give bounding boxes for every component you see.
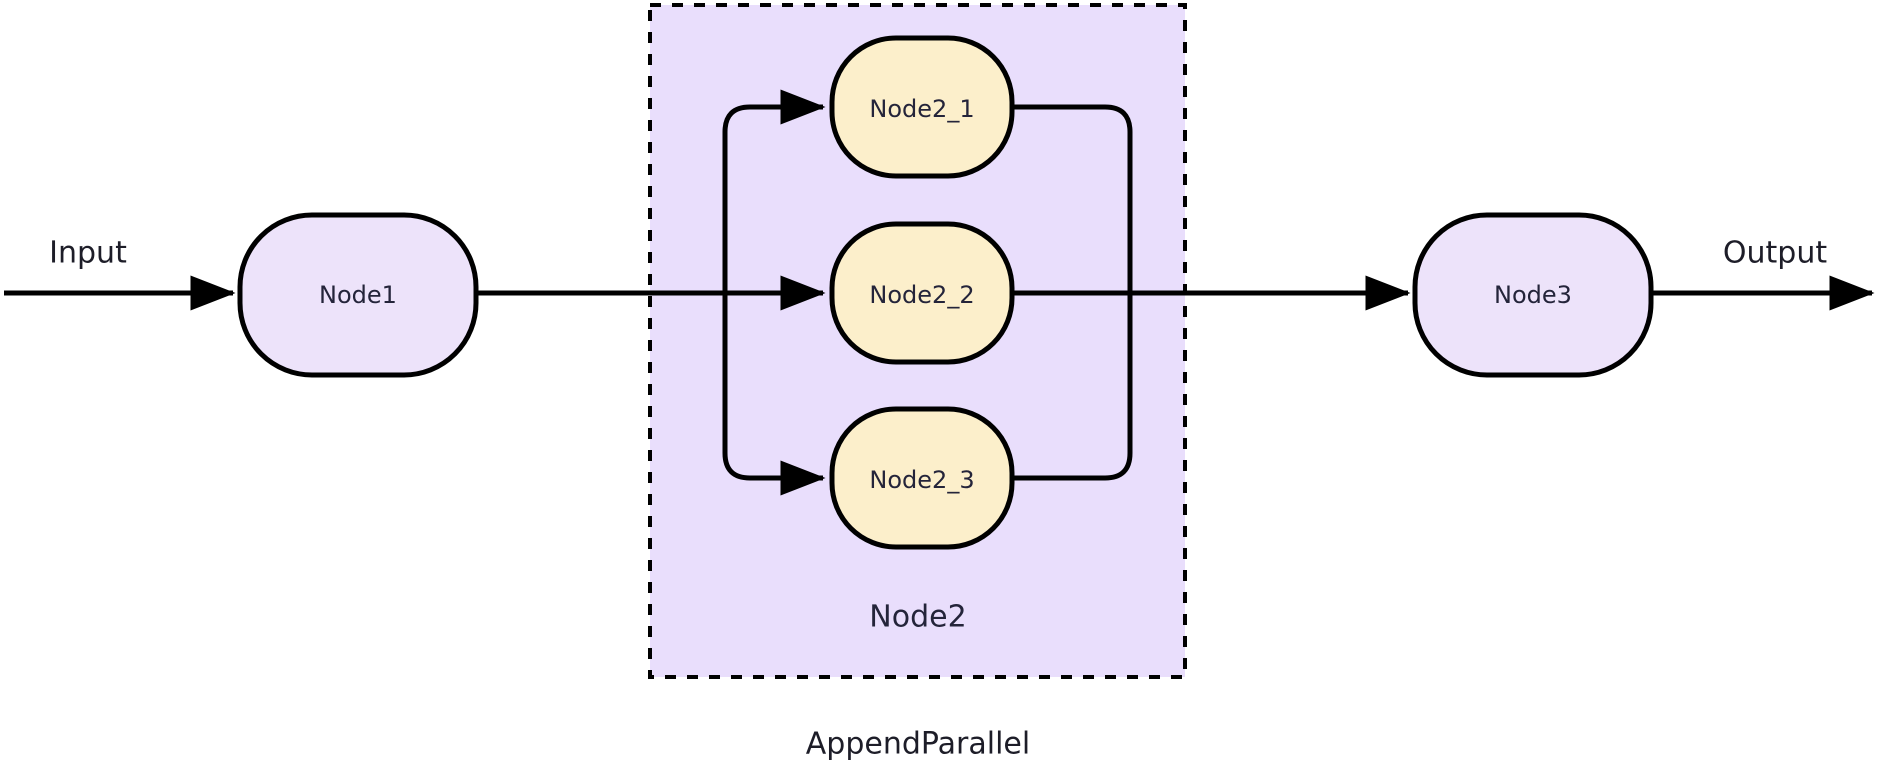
node-node2-1[interactable]: [829, 35, 1015, 179]
output-label: Output: [1723, 236, 1827, 271]
diagram-caption: AppendParallel: [806, 727, 1030, 762]
node-node1-label: Node1: [319, 281, 397, 309]
edge-fanout-to-node2-1: [722, 89, 826, 293]
node-node2-3[interactable]: [829, 406, 1015, 550]
node-node2-3-label: Node2_3: [869, 466, 974, 494]
edge-node2-3-to-merge: [1013, 293, 1133, 481]
node-node2-2-label: Node2_2: [869, 281, 974, 309]
input-label: Input: [49, 236, 127, 271]
node-node2-2[interactable]: [829, 221, 1015, 365]
node-node3[interactable]: [1412, 212, 1654, 378]
node-node3-label: Node3: [1494, 281, 1572, 309]
edge-fanout-to-node2-3: [722, 293, 826, 496]
node2-group-label: Node2: [869, 600, 966, 635]
node-node2-1-label: Node2_1: [869, 95, 974, 123]
edge-node2-1-to-merge: [1013, 104, 1133, 293]
node-node1[interactable]: [237, 212, 479, 378]
